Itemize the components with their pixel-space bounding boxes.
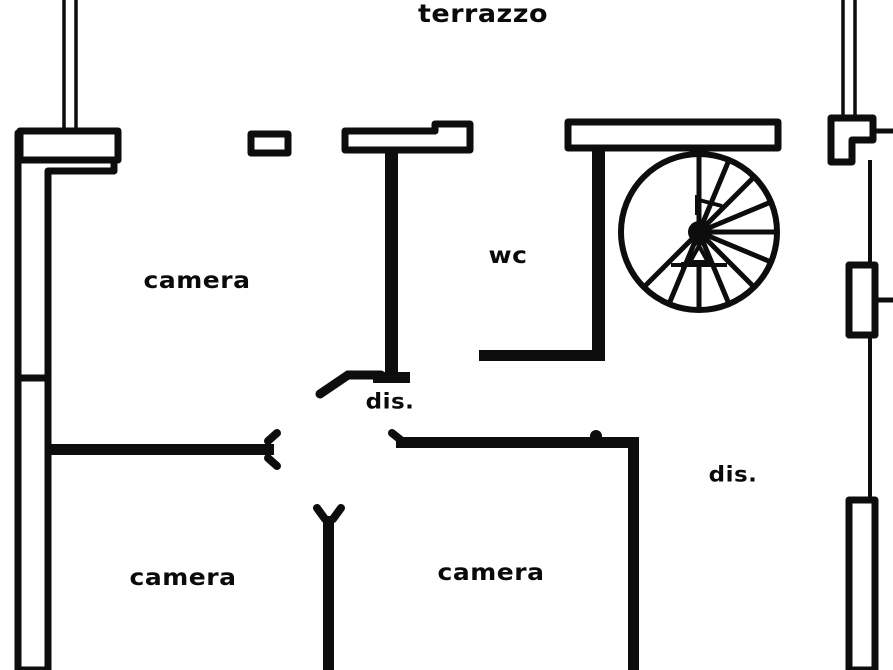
staircase-inner-treads bbox=[671, 195, 727, 272]
door-leaf-center bbox=[315, 370, 386, 399]
room-label-camera-bottom-left: camera bbox=[129, 563, 237, 591]
staircase-hub bbox=[688, 221, 710, 243]
exterior-wall-right-mid bbox=[845, 261, 879, 339]
spiral-staircase bbox=[618, 151, 780, 313]
wall-divider-center bbox=[396, 437, 639, 448]
wall-wc-head bbox=[564, 118, 782, 152]
wall-endcap-center-divider bbox=[388, 429, 406, 445]
wall-top-left-stub bbox=[16, 127, 122, 164]
door-hinge-center-divider bbox=[590, 430, 602, 442]
wall-endcap-lower-center bbox=[313, 504, 345, 523]
staircase-arrow bbox=[686, 241, 712, 264]
exterior-wall-left-upper bbox=[14, 129, 118, 383]
room-label-camera-bottom-mid: camera bbox=[437, 558, 545, 586]
room-label-camera-top-left: camera bbox=[143, 266, 251, 294]
wall-wc-right bbox=[592, 146, 605, 359]
room-label-dis-center: dis. bbox=[365, 390, 415, 414]
exterior-wall-right-pilaster bbox=[827, 114, 877, 166]
wall-vertical-right-of-center bbox=[628, 440, 639, 670]
exterior-wall-left-lower bbox=[14, 374, 52, 670]
pillar-small bbox=[247, 130, 292, 157]
room-label-terrazzo: terrazzo bbox=[417, 0, 549, 29]
wall-endcap-left-divider bbox=[264, 429, 281, 470]
wall-center-stem bbox=[385, 148, 398, 381]
wall-wc-bottom bbox=[479, 350, 605, 361]
wall-center-foot bbox=[373, 372, 410, 383]
exterior-wall-right-lower bbox=[845, 496, 879, 670]
staircase-steps bbox=[641, 151, 780, 313]
wall-divider-left bbox=[46, 444, 274, 455]
balcony-rail-right bbox=[841, 0, 857, 118]
wall-center-head bbox=[341, 120, 474, 154]
balcony-rail-left bbox=[62, 0, 78, 133]
room-label-wc: wc bbox=[488, 241, 528, 269]
room-label-dis-right: dis. bbox=[708, 463, 758, 487]
wall-vertical-lower-center bbox=[323, 516, 334, 670]
